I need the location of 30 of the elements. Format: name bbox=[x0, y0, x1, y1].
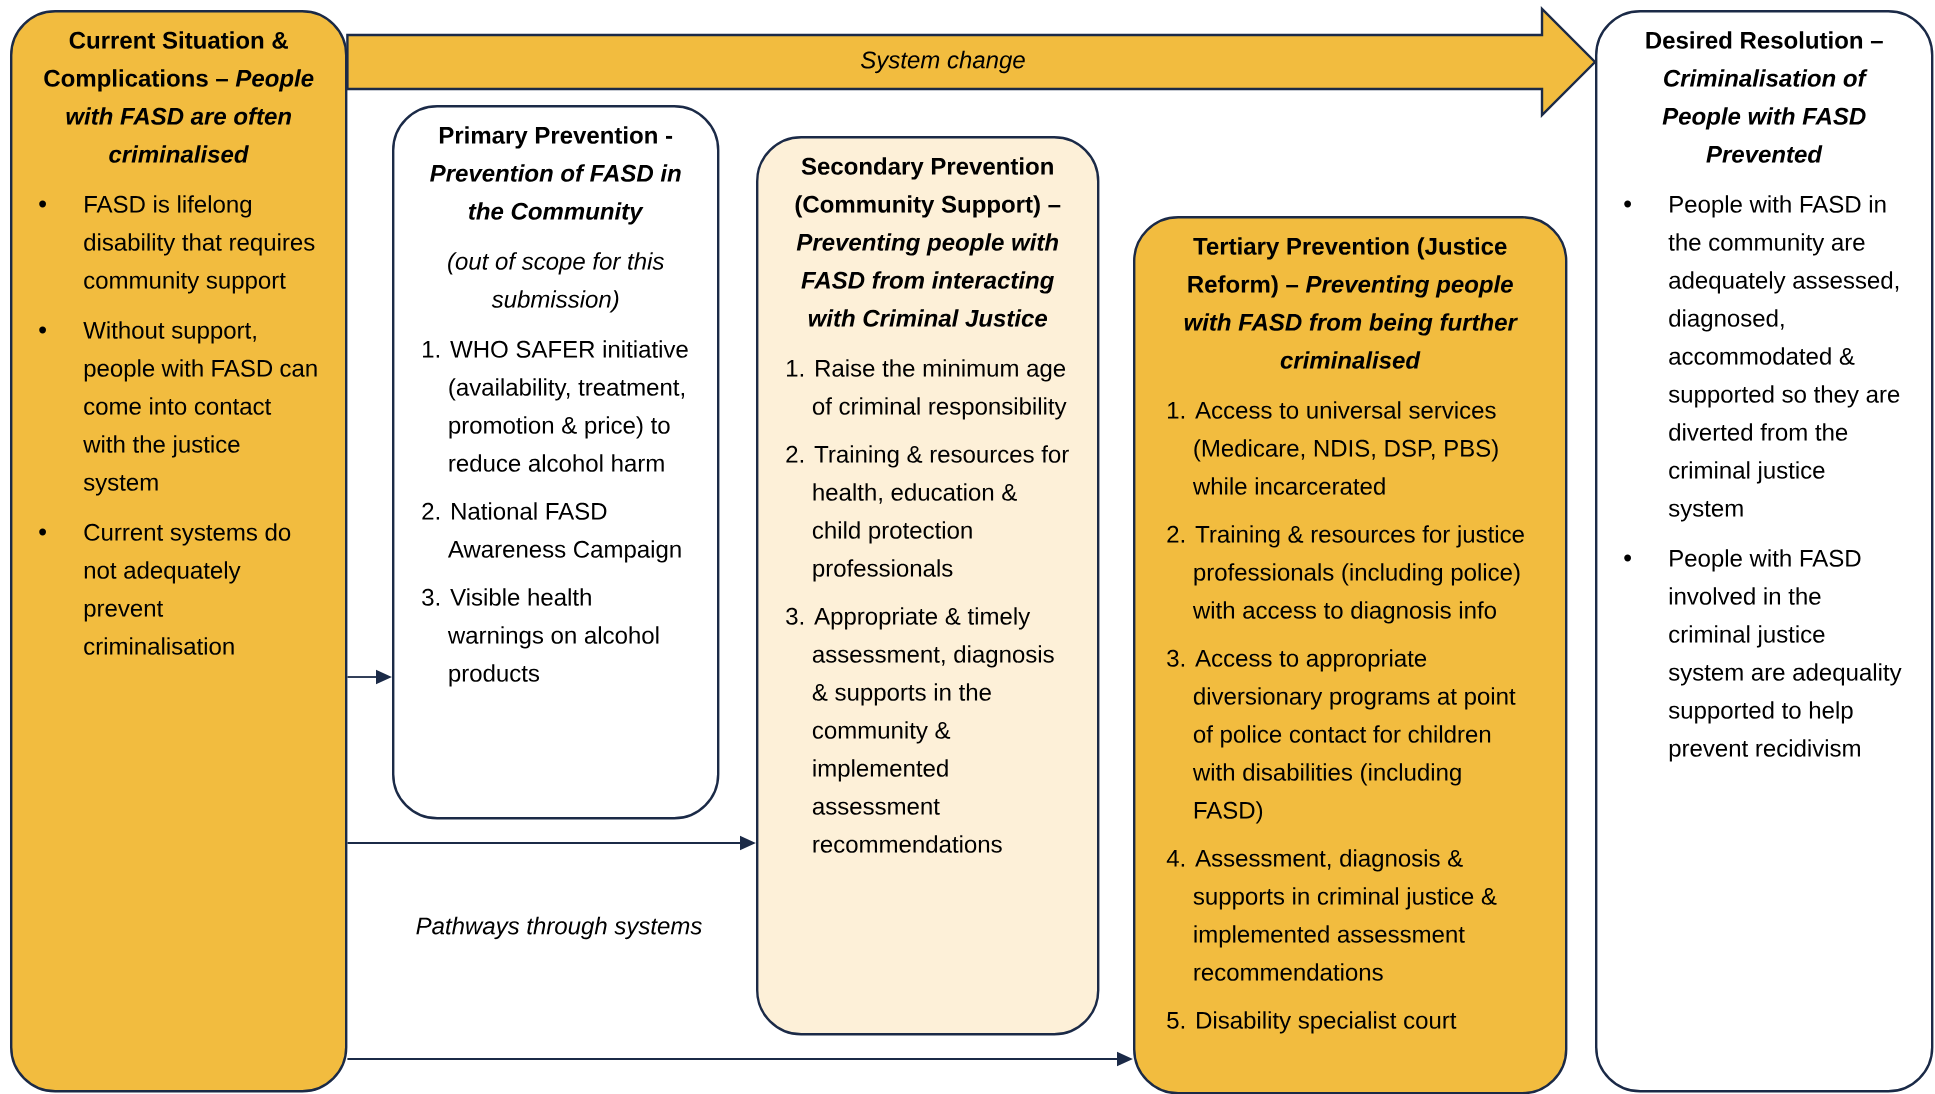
box-heading: Secondary Prevention (Community Support) – Preventing people with FASD from interacting with Criminal Justice bbox=[795, 157, 1061, 327]
numbered-item: 2. National FASD Awareness Campaign bbox=[422, 502, 681, 563]
box-heading: Tertiary Prevention (Justice Reform) – Preventing people with FASD from being further criminalised bbox=[1184, 237, 1518, 369]
box-heading: Current Situation & Complications – People with FASD are often criminalised bbox=[44, 31, 314, 163]
bullet-item: Current systems do not adequately prevent criminalisation bbox=[84, 523, 291, 655]
edge-label: System change bbox=[861, 50, 1025, 74]
prevention-box bbox=[392, 105, 720, 820]
numbered-item: 4. Assessment, diagnosis & supports in criminal justice & implemented assessment recommendations bbox=[1166, 849, 1497, 981]
numbered-item: 3. Visible health warnings on alcohol products bbox=[422, 588, 659, 687]
numbered-item: 1. Raise the minimum age of criminal responsibility bbox=[787, 359, 1067, 420]
caption-text: Pathways through systems bbox=[416, 916, 702, 940]
box-heading: Primary Prevention - Prevention of FASD in the Community bbox=[430, 126, 681, 225]
bullet-item: FASD is lifelong disability that requires community support bbox=[84, 195, 315, 294]
numbered-item: 3. Access to appropriate diversionary programs at point of police contact for children with disabilities (including FASD) bbox=[1167, 649, 1516, 824]
numbered-item: 3. Appropriate & timely assessment, diagnosis & supports in the community & implemented assessment recommendations bbox=[786, 607, 1054, 853]
numbered-item: 1. Access to universal services (Medicare, NDIS, DSP, PBS) while incarcerated bbox=[1168, 401, 1498, 495]
numbered-item: 5. Disability specialist court bbox=[1167, 1011, 1457, 1034]
bullet-item: People with FASD in the community are adequately assessed, diagnosed, accommodated & supported so they are diverted from the criminal justice system bbox=[1668, 195, 1900, 522]
numbered-item: 2. Training & resources for health, education & child protection professionals bbox=[786, 445, 1069, 582]
numbered-item: 1. WHO SAFER initiative (availability, treatment, promotion & price) to reduce alcohol harm bbox=[423, 340, 688, 472]
bullet-item: People with FASD involved in the criminal justice system are adequality supported to help prevent recidivism bbox=[1668, 549, 1902, 762]
numbered-item: 2. Training & resources for justice professionals (including police) with access to diagnosis info bbox=[1167, 525, 1524, 624]
block-arrow bbox=[346, 6, 1597, 118]
situation-box bbox=[10, 10, 348, 1093]
resolution-box bbox=[1595, 10, 1934, 1093]
prevention-box bbox=[756, 136, 1100, 1036]
box-heading: Desired Resolution – Criminalisation of People with FASD Prevented bbox=[1646, 31, 1883, 163]
bullet-item: Without support, people with FASD can come into contact with the justice system bbox=[83, 321, 317, 496]
prevention-box bbox=[1133, 216, 1568, 1094]
note-text: (out of scope for this submission) bbox=[448, 252, 664, 313]
